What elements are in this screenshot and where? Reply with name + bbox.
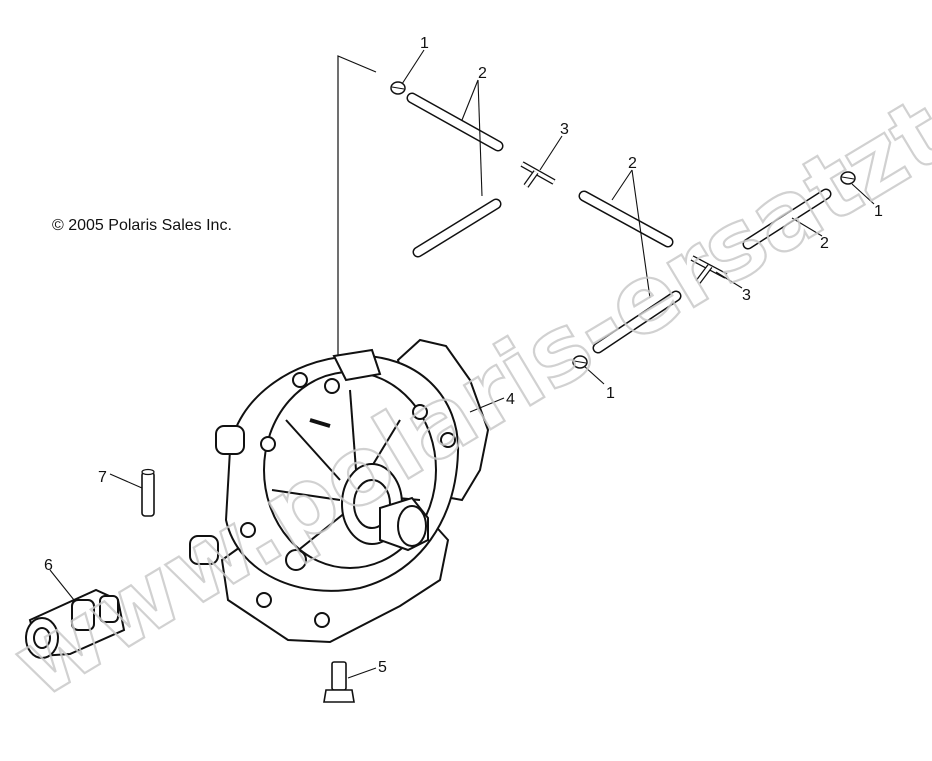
callout-7: 7 (98, 469, 107, 486)
callout-1-lower: 1 (606, 385, 615, 402)
tee-fitting-lower (690, 255, 728, 284)
callout-5: 5 (378, 659, 387, 676)
leader-lines (49, 49, 875, 679)
cap-top (390, 81, 406, 95)
callout-1-top: 1 (420, 35, 429, 52)
assembly-guide-line (337, 55, 377, 370)
tube-lower-middle (592, 290, 682, 354)
callout-6: 6 (44, 557, 53, 574)
tube-middle (578, 190, 674, 248)
u-joint-coupler (25, 588, 126, 659)
callout-2-top: 2 (478, 65, 487, 82)
cap-lower (572, 355, 588, 369)
tube-lower-left (412, 198, 502, 258)
tube-upper-left (406, 92, 504, 152)
gearcase-housing (189, 338, 490, 644)
callout-2-middle: 2 (628, 155, 637, 172)
bolt (323, 661, 355, 703)
watermark: www.polaris-ersatzteile.de (0, 0, 932, 721)
pin (141, 468, 155, 517)
callout-4: 4 (506, 391, 515, 408)
callout-1-right: 1 (874, 203, 883, 220)
callout-3-upper: 3 (560, 121, 569, 138)
tube-right (742, 188, 832, 250)
copyright-notice: © 2005 Polaris Sales Inc. (52, 217, 232, 234)
tee-fitting-upper (520, 161, 556, 188)
callout-2-right: 2 (820, 235, 829, 252)
callout-3-lower: 3 (742, 287, 751, 304)
cap-right (840, 171, 856, 185)
